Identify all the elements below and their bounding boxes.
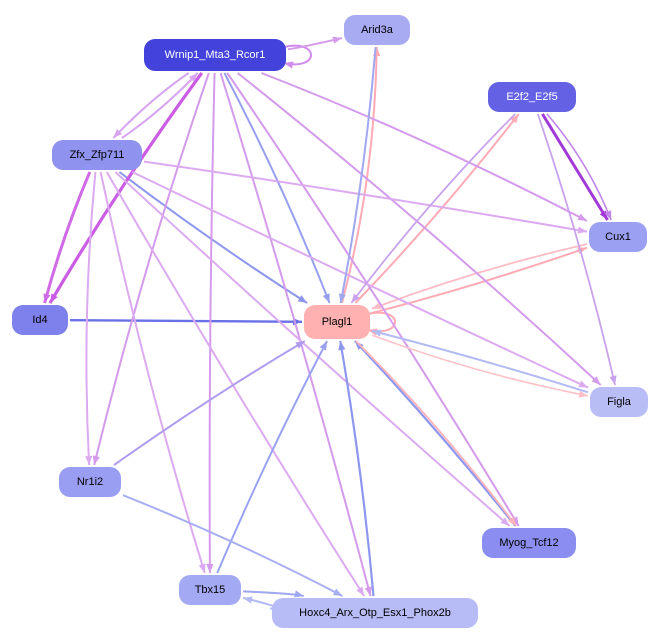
edge-arrowhead	[332, 588, 343, 596]
edge-plagl1-figla	[371, 334, 589, 397]
node-figla[interactable]: Figla	[590, 387, 648, 417]
node-label: Tbx15	[194, 584, 226, 596]
edge-hoxc4-plagl1	[339, 340, 375, 597]
edge-wrnip1-zfx	[112, 72, 190, 139]
edge-arrowhead	[206, 563, 214, 573]
edge-arrowhead	[85, 455, 93, 465]
edge-arrowhead	[577, 213, 587, 221]
edge-arrowhead	[577, 247, 587, 255]
edge-plagl1-cux1	[371, 246, 588, 314]
edge-e2f2-cux1	[546, 113, 612, 221]
edge-arrowhead	[295, 341, 305, 349]
edge-arrowhead	[50, 293, 58, 303]
edge-arrowhead	[577, 226, 587, 234]
node-label: Id4	[32, 314, 48, 326]
edge-arid3a-plagl1	[339, 46, 377, 304]
edge-nr1i2-hoxc4	[122, 494, 343, 597]
edge-arrowhead	[92, 455, 100, 465]
node-label: Figla	[607, 396, 631, 408]
edge-arrowhead	[609, 375, 617, 385]
edge-arrowhead	[500, 517, 510, 526]
edge-arrowhead	[297, 295, 308, 303]
node-label: Plagl1	[321, 316, 353, 328]
edge-plagl1-e2f2	[354, 113, 520, 304]
edge-zfx-id4	[43, 171, 92, 304]
edge-wrnip1-nr1i2	[93, 72, 210, 466]
edge-arrowhead	[364, 586, 372, 596]
edge-arrowhead	[578, 390, 588, 398]
edge-wrnip1-myog	[226, 72, 520, 527]
edge-nr1i2-plagl1	[113, 340, 306, 466]
edge-wrnip1-plagl1	[223, 72, 331, 304]
edge-figla-plagl1	[371, 329, 589, 394]
edge-arrowhead	[198, 563, 206, 573]
node-e2f2[interactable]: E2f2_E2f5	[488, 82, 576, 112]
edge-arrowhead	[507, 516, 517, 526]
node-label: Cux1	[605, 231, 631, 243]
edge-wrnip1-hoxc4	[219, 72, 372, 597]
node-id4[interactable]: Id4	[12, 305, 68, 335]
edge-wrnip1-tbx15	[208, 72, 216, 574]
node-cux1[interactable]: Cux1	[589, 222, 647, 252]
edge-zfx-figla	[131, 171, 589, 389]
node-nr1i2[interactable]: Nr1i2	[59, 467, 121, 497]
edge-wrnip1-cux1	[261, 72, 588, 222]
node-label: Nr1i2	[76, 476, 104, 488]
node-zfx[interactable]: Zfx_Zfp711	[52, 140, 142, 170]
node-label: Hoxc4_Arx_Otp_Esx1_Phox2b	[299, 607, 451, 619]
node-hoxc4[interactable]: Hoxc4_Arx_Otp_Esx1_Phox2b	[272, 598, 478, 628]
edge-arrowhead	[604, 210, 612, 220]
edge-arrowhead	[294, 590, 304, 598]
edge-arrowhead	[43, 293, 51, 303]
edge-plagl1-arid3a	[341, 46, 378, 304]
edge-arrowhead	[332, 36, 342, 44]
edge-arrowhead	[188, 73, 198, 82]
edge-arrowhead	[578, 380, 588, 388]
edge-arrowhead	[322, 293, 330, 303]
edge-zfx-myog	[114, 171, 511, 527]
node-arid3a[interactable]: Arid3a	[344, 15, 410, 45]
edge-myog-plagl1	[354, 340, 517, 527]
node-wrnip1[interactable]: Wrnip1_Mta3_Rcor1	[144, 39, 286, 71]
edge-arrowhead	[372, 329, 382, 337]
edge-arrowhead	[356, 586, 365, 596]
node-plagl1[interactable]: Plagl1	[304, 305, 370, 339]
edge-e2f2-plagl1	[350, 113, 516, 304]
edge-arrowhead	[284, 61, 294, 69]
edge-wrnip1-figla	[236, 72, 602, 386]
edge-zfx-nr1i2	[85, 171, 97, 466]
edge-arrowhead	[319, 341, 328, 351]
edge-arrowhead	[113, 129, 123, 138]
edge-plagl1-myog	[355, 340, 517, 527]
edge-arrowhead	[338, 293, 346, 303]
edge-arrowhead	[351, 293, 360, 303]
edge-arrowhead	[591, 376, 601, 385]
node-label: Arid3a	[361, 24, 393, 36]
edge-zfx-plagl1	[118, 171, 308, 304]
node-tbx15[interactable]: Tbx15	[179, 575, 241, 605]
edge-e2f2-figla	[536, 113, 616, 386]
node-label: E2f2_E2f5	[506, 91, 558, 103]
edge-tbx15-hoxc4	[242, 590, 304, 597]
edge-zfx-wrnip1	[121, 72, 199, 139]
edge-arrowhead	[510, 114, 519, 124]
edge-zfx-tbx15	[99, 171, 206, 574]
edge-zfx-cux1	[143, 160, 588, 233]
node-label: Zfx_Zfp711	[69, 149, 125, 161]
edge-arrowhead	[338, 341, 346, 351]
edge-tbx15-plagl1	[216, 340, 328, 574]
edge-e2f2-cux1	[541, 113, 609, 221]
edge-wrnip1-id4	[48, 72, 204, 304]
node-label: Wrnip1_Mta3_Rcor1	[164, 49, 266, 61]
edge-id4-plagl1	[69, 319, 303, 323]
edge-arrowhead	[243, 596, 253, 604]
node-label: Myog_Tcf12	[499, 537, 559, 549]
node-myog[interactable]: Myog_Tcf12	[482, 528, 576, 558]
edge-wrnip1-self	[283, 44, 312, 66]
